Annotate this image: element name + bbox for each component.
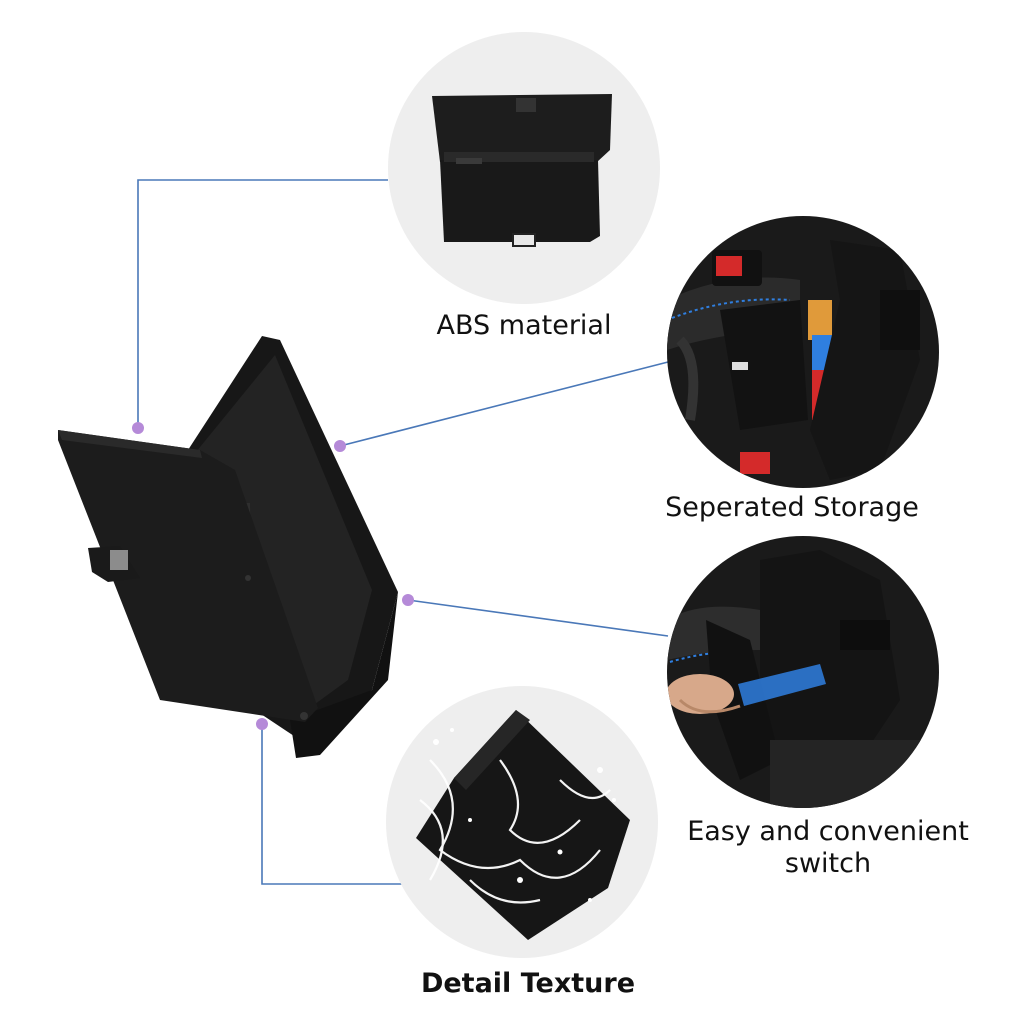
abs-material-label: ABS material <box>436 310 612 341</box>
connector-storage <box>339 361 669 447</box>
easy-switch-label-line2: switch <box>784 848 872 879</box>
easy-switch-label-line1: Easy and convenient <box>687 816 969 847</box>
dot-abs <box>132 422 144 434</box>
connector-texture <box>261 724 402 885</box>
dot-storage <box>334 440 346 452</box>
box-lid <box>58 430 318 722</box>
lid-edge <box>58 430 202 458</box>
separated-storage-label: Seperated Storage <box>665 492 919 523</box>
dot-texture <box>256 718 268 730</box>
water-splash <box>419 759 611 904</box>
detail-texture-label: Detail Texture <box>420 968 636 999</box>
latch-clip <box>110 550 128 570</box>
connector-switch <box>407 599 669 637</box>
box-base <box>290 592 398 758</box>
connector-abs <box>137 179 388 428</box>
dot-switch <box>402 594 414 606</box>
easy-switch-label: Easy and convenient switch <box>642 816 1014 880</box>
